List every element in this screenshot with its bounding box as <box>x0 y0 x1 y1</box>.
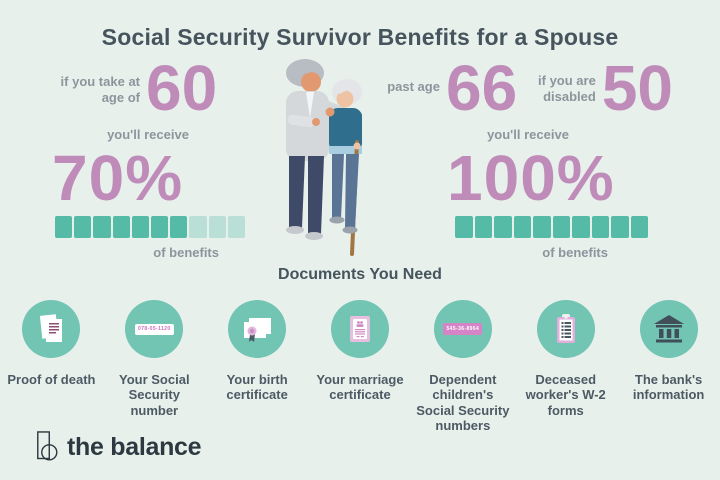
documents-heading: Documents You Need <box>278 266 442 283</box>
bar-segment <box>494 215 512 238</box>
stat-age-60: if you take at age of 60 you'll receive … <box>48 52 248 260</box>
bar-segment <box>611 215 629 238</box>
birth-certificate-icon <box>228 300 287 358</box>
receive-label: you'll receive <box>487 126 569 142</box>
document-label: Proof of death <box>7 372 96 387</box>
condition-label: if you take at age of <box>60 74 140 106</box>
document-label: Deceased worker's W-2 forms <box>525 372 606 418</box>
age-value: 50 <box>601 52 673 124</box>
the-balance-logo-icon <box>37 431 58 461</box>
document-label: Your Social Security number <box>119 372 190 418</box>
document-item: Deceased worker's W-2 forms <box>514 300 617 433</box>
percent-value: 100% <box>447 141 615 214</box>
document-item: Your marriage certificate <box>309 300 412 433</box>
bank-building-icon <box>639 300 698 358</box>
benefit-progress-bar <box>455 215 648 238</box>
page-title: Social Security Survivor Benefits for a … <box>101 24 619 50</box>
ssn-number: 545-36-8964 <box>446 325 480 332</box>
document-item: Proof of death <box>0 300 103 433</box>
ssn-card-icon: 078-05-1120 <box>125 300 184 358</box>
brand-logo: the balance <box>36 430 202 464</box>
bar-segment <box>533 215 551 238</box>
marriage-certificate-icon <box>331 300 389 358</box>
ssn-number: 078-05-1120 <box>138 325 171 332</box>
bar-segment <box>552 215 570 238</box>
bar-segment <box>513 215 531 238</box>
document-label: The bank's information <box>632 372 705 403</box>
bar-segment <box>74 215 92 238</box>
bar-segment <box>112 215 130 238</box>
stat-age-66-50: past age 66 if you are disabled 50 you'l… <box>383 52 673 260</box>
w2-clipboard-icon <box>536 300 595 358</box>
receive-label: you'll receive <box>107 126 189 142</box>
document-item: 078-05-1120 Your Social Security number <box>103 300 206 433</box>
bar-segment <box>170 215 188 238</box>
man-figure <box>286 59 352 240</box>
documents-row: Proof of death 078-05-1120 Your Social S… <box>0 300 720 433</box>
elderly-couple-illustration <box>286 59 362 256</box>
children-ssn-card-icon: 545-36-8964 <box>433 300 492 358</box>
bar-segment <box>151 215 169 238</box>
woman-figure <box>325 79 362 256</box>
brand-name: the balance <box>67 432 202 461</box>
percent-value: 70% <box>52 141 184 214</box>
age-value: 60 <box>146 52 218 124</box>
bar-segment <box>55 215 73 238</box>
condition-label: past age <box>387 79 440 94</box>
bar-segment <box>189 215 207 238</box>
benefits-label: of benefits <box>153 244 219 260</box>
bar-segment <box>208 215 226 238</box>
stat-condition-row: if you take at age of 60 <box>48 52 248 124</box>
document-item: 545-36-8964 Dependent children's Social … <box>411 300 514 433</box>
bar-segment <box>227 215 246 238</box>
bar-segment <box>572 215 590 238</box>
condition-label: if you are disabled <box>538 73 596 105</box>
ssn-card: 078-05-1120 <box>135 323 174 335</box>
bar-segment <box>591 215 609 238</box>
bar-segment <box>131 215 150 238</box>
stat-condition-row: past age 66 if you are disabled 50 <box>383 52 673 124</box>
document-item: The bank's information <box>617 300 720 433</box>
benefits-label: of benefits <box>542 244 608 260</box>
benefit-progress-bar <box>55 215 246 238</box>
document-label: Your birth certificate <box>226 372 288 403</box>
bar-segment <box>93 215 111 238</box>
document-item: Your birth certificate <box>206 300 309 433</box>
bar-segment <box>474 215 492 238</box>
children-ssn-card: 545-36-8964 <box>443 323 483 335</box>
document-label: Your marriage certificate <box>316 372 404 403</box>
document-label: Dependent children's Social Security num… <box>416 372 510 433</box>
death-document-icon <box>22 300 81 358</box>
bar-segment <box>455 215 473 238</box>
bar-segment <box>630 215 648 238</box>
age-value: 66 <box>445 52 518 124</box>
